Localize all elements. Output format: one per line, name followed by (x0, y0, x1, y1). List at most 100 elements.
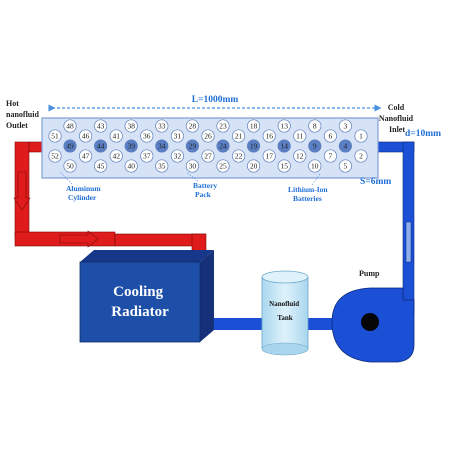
cell-circle (308, 159, 322, 173)
cell-circle (201, 129, 215, 143)
cell-number: 20 (250, 162, 258, 171)
battery-cell: 24 (216, 139, 230, 153)
battery-cell: 23 (216, 119, 230, 133)
cell-circle (63, 159, 77, 173)
cell-circle (94, 139, 108, 153)
aluminum-cylinder-label: Aluminum Cylinder (66, 184, 102, 202)
cell-number: 43 (97, 122, 105, 131)
battery-cell: 33 (155, 119, 169, 133)
battery-cell: 47 (79, 149, 93, 163)
battery-cell: 21 (232, 129, 246, 143)
cell-circle (185, 139, 199, 153)
cell-circle (308, 139, 322, 153)
cell-number: 19 (250, 142, 258, 151)
battery-cell: 43 (94, 119, 108, 133)
cell-number: 38 (127, 122, 135, 131)
cell-circle (94, 119, 108, 133)
cell-circle (262, 149, 276, 163)
spacing-label: S=6mm (360, 177, 391, 187)
cell-number: 15 (280, 162, 288, 171)
cell-circle (354, 149, 368, 163)
cell-number: 24 (219, 142, 227, 151)
cell-circle (155, 159, 169, 173)
battery-cell: 52 (48, 149, 62, 163)
cell-number: 37 (143, 152, 151, 161)
cell-circle (155, 119, 169, 133)
battery-cell: 9 (308, 139, 322, 153)
cell-circle (232, 149, 246, 163)
cell-number: 28 (189, 122, 197, 131)
cell-number: 35 (158, 162, 166, 171)
battery-cell: 26 (201, 129, 215, 143)
cell-circle (109, 129, 123, 143)
cell-number: 29 (189, 142, 197, 151)
battery-cell: 35 (155, 159, 169, 173)
battery-cell: 6 (323, 129, 337, 143)
cell-number: 25 (219, 162, 227, 171)
cell-number: 31 (174, 132, 182, 141)
cell-number: 18 (250, 122, 258, 131)
cell-number: 12 (296, 152, 304, 161)
cell-number: 8 (313, 122, 317, 131)
cell-circle (232, 129, 246, 143)
battery-cell: 27 (201, 149, 215, 163)
cell-number: 17 (265, 152, 273, 161)
cell-number: 34 (158, 142, 166, 151)
length-label: L=1000mm (192, 95, 239, 105)
cell-circle (201, 149, 215, 163)
battery-cell: 8 (308, 119, 322, 133)
battery-cell: 50 (63, 159, 77, 173)
battery-cell: 2 (354, 149, 368, 163)
cell-number: 7 (329, 152, 333, 161)
cell-circle (63, 119, 77, 133)
cell-number: 11 (296, 132, 303, 141)
cell-circle (48, 149, 62, 163)
cell-circle (308, 119, 322, 133)
cell-circle (185, 119, 199, 133)
cell-circle (323, 129, 337, 143)
cell-number: 51 (51, 132, 59, 141)
cell-number: 16 (265, 132, 273, 141)
nanofluid-tank: Nanofluid Tank (261, 270, 309, 356)
lithium-ion-label: Lithium-Ion Batteries (288, 185, 329, 203)
cell-number: 32 (174, 152, 182, 161)
cell-circle (262, 129, 276, 143)
cell-number: 23 (219, 122, 227, 131)
radiator-label: Cooling Radiator (111, 284, 169, 320)
cell-number: 44 (97, 142, 105, 151)
battery-cell: 41 (109, 129, 123, 143)
cell-number: 41 (112, 132, 120, 141)
cell-number: 22 (235, 152, 243, 161)
pump: Pump (331, 269, 415, 363)
battery-cell: 14 (277, 139, 291, 153)
cell-circle (124, 159, 138, 173)
cell-circle (338, 139, 352, 153)
battery-cell: 13 (277, 119, 291, 133)
battery-cell: 3 (338, 119, 352, 133)
cell-circle (94, 159, 108, 173)
cell-circle (79, 129, 93, 143)
cell-circle (170, 149, 184, 163)
cell-number: 1 (359, 132, 363, 141)
cell-number: 9 (313, 142, 317, 151)
cell-number: 4 (344, 142, 348, 151)
cell-number: 45 (97, 162, 105, 171)
cell-number: 52 (51, 152, 59, 161)
pump-impeller-icon (361, 313, 379, 331)
battery-cell: 16 (262, 129, 276, 143)
cell-circle (216, 119, 230, 133)
cell-circle (63, 139, 77, 153)
tank-label: Nanofluid Tank (269, 300, 301, 322)
cold-inlet-label: Cold Nanofluid Inlet (379, 103, 415, 134)
cell-circle (277, 139, 291, 153)
battery-cell: 38 (124, 119, 138, 133)
diameter-label: d=10mm (405, 129, 441, 139)
cell-number: 46 (82, 132, 90, 141)
cell-circle (124, 139, 138, 153)
battery-cell: 36 (140, 129, 154, 143)
battery-cell: 22 (232, 149, 246, 163)
cell-circle (79, 149, 93, 163)
